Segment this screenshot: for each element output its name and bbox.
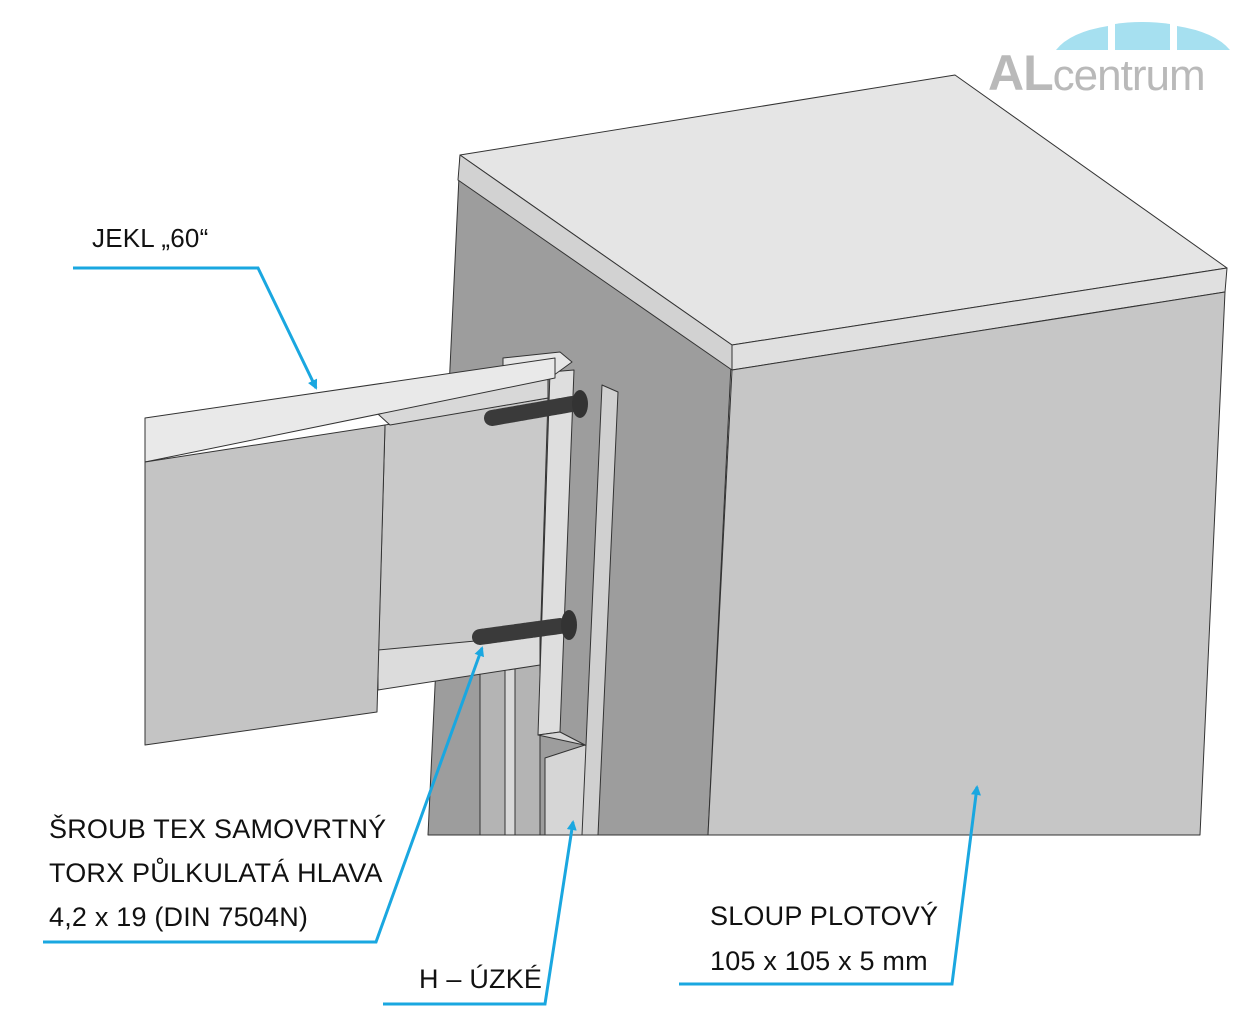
screw-bottom bbox=[472, 610, 577, 645]
h-profile-side-strip bbox=[581, 384, 619, 836]
label-screw-line3: 4,2 x 19 (DIN 7504N) bbox=[49, 902, 309, 932]
label-jekl: JEKL „60“ bbox=[92, 223, 209, 253]
label-post-line1: SLOUP PLOTOVÝ bbox=[710, 901, 939, 931]
h-profile-web bbox=[504, 667, 516, 836]
label-screw-line1: ŠROUB TEX SAMOVRTNÝ bbox=[49, 814, 387, 844]
beam-top-face bbox=[144, 357, 556, 463]
beam-front-face bbox=[144, 424, 386, 746]
label-screw-line2: TORX PŮLKULATÁ HLAVA bbox=[49, 858, 383, 888]
post-right-face bbox=[707, 291, 1226, 836]
leader-jekl bbox=[73, 266, 318, 390]
leader-screw bbox=[43, 646, 484, 944]
logo-arc bbox=[1056, 22, 1230, 50]
label-h-profile: H – ÚZKÉ bbox=[419, 964, 543, 994]
screw-top bbox=[484, 390, 588, 426]
leader-h-profile bbox=[383, 820, 577, 1006]
alcentrum-logo: ALcentrum bbox=[988, 45, 1206, 101]
label-post-line2: 105 x 105 x 5 mm bbox=[710, 946, 928, 976]
leader-post bbox=[679, 785, 981, 986]
